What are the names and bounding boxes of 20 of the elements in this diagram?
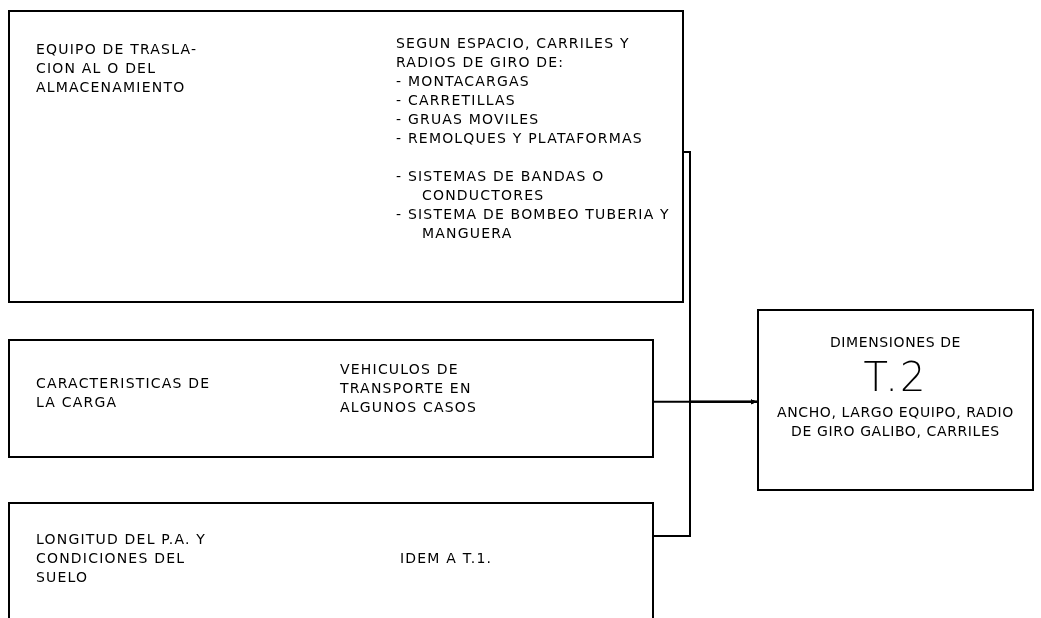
list-item: - REMOLQUES Y PLATAFORMAS (396, 129, 644, 148)
box-text: LONGITUD DEL P.A. Y CONDICIONES DEL SUELO (36, 530, 207, 587)
list-item: - MONTACARGAS (396, 72, 531, 91)
process-box (8, 10, 684, 303)
table-reference: T.2 (862, 355, 929, 399)
box-text: IDEM A T.1. (400, 549, 494, 568)
process-box (8, 339, 654, 458)
box-text: VEHICULOS DE TRANSPORTE EN ALGUNOS CASOS (340, 360, 479, 417)
process-box (8, 502, 654, 618)
list-item: - SISTEMAS DE BANDAS O CONDUCTORES (396, 167, 606, 205)
box-text: ANCHO, LARGO EQUIPO, RADIO DE GIRO GALIBO, CARRILES (776, 403, 1015, 441)
list-item: - GRUAS MOVILES (396, 110, 541, 129)
list-item: - SISTEMA DE BOMBEO TUBERIA Y MANGUERA (396, 205, 671, 243)
box-text: EQUIPO DE TRASLA- CION AL O DEL ALMACENAMIENTO (36, 40, 199, 97)
box-text: DIMENSIONES DE (829, 333, 962, 352)
box-text: SEGUN ESPACIO, CARRILES Y RADIOS DE GIRO DE: (396, 34, 631, 72)
connector-arrow (653, 399, 758, 537)
result-box (757, 309, 1034, 491)
box-text: CARACTERISTICAS DE LA CARGA (36, 374, 212, 412)
list-item: - CARRETILLAS (396, 91, 517, 110)
